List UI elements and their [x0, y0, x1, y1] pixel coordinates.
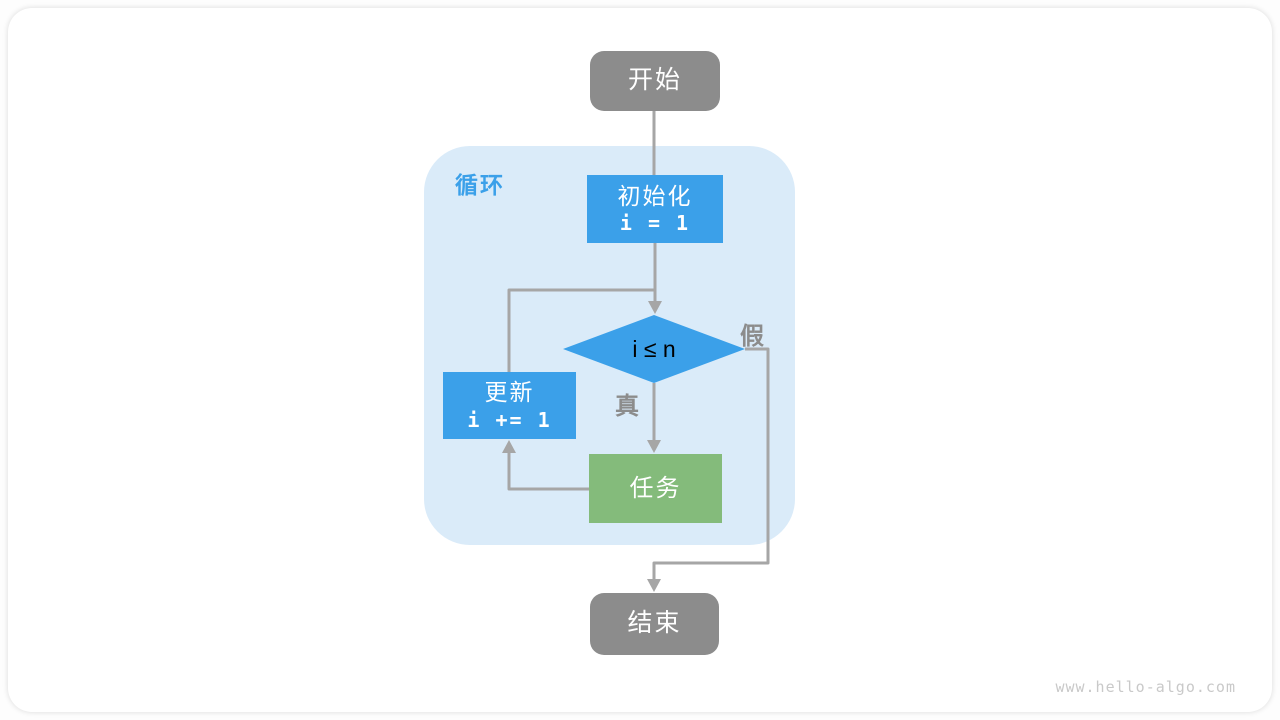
branch-label-true: 真 — [615, 393, 639, 420]
node-init: 初始化 i = 1 — [587, 175, 723, 243]
node-end: 结束 — [590, 593, 719, 655]
node-start: 开始 — [590, 51, 720, 111]
node-init-code: i = 1 — [619, 211, 691, 236]
node-update: 更新 i += 1 — [443, 372, 576, 439]
node-condition-code: i ≤ n — [632, 335, 676, 362]
node-end-label: 结束 — [627, 609, 682, 638]
watermark: www.hello-algo.com — [1055, 678, 1236, 696]
node-init-title: 初始化 — [617, 182, 693, 209]
branch-label-false: 假 — [740, 323, 764, 350]
arrowhead-into-end — [647, 579, 661, 592]
node-task: 任务 — [589, 454, 722, 523]
node-update-title: 更新 — [484, 379, 535, 406]
node-start-label: 开始 — [627, 66, 682, 95]
node-update-code: i += 1 — [467, 407, 552, 432]
node-task-label: 任务 — [629, 474, 682, 502]
loop-container-label: 循环 — [455, 172, 505, 198]
